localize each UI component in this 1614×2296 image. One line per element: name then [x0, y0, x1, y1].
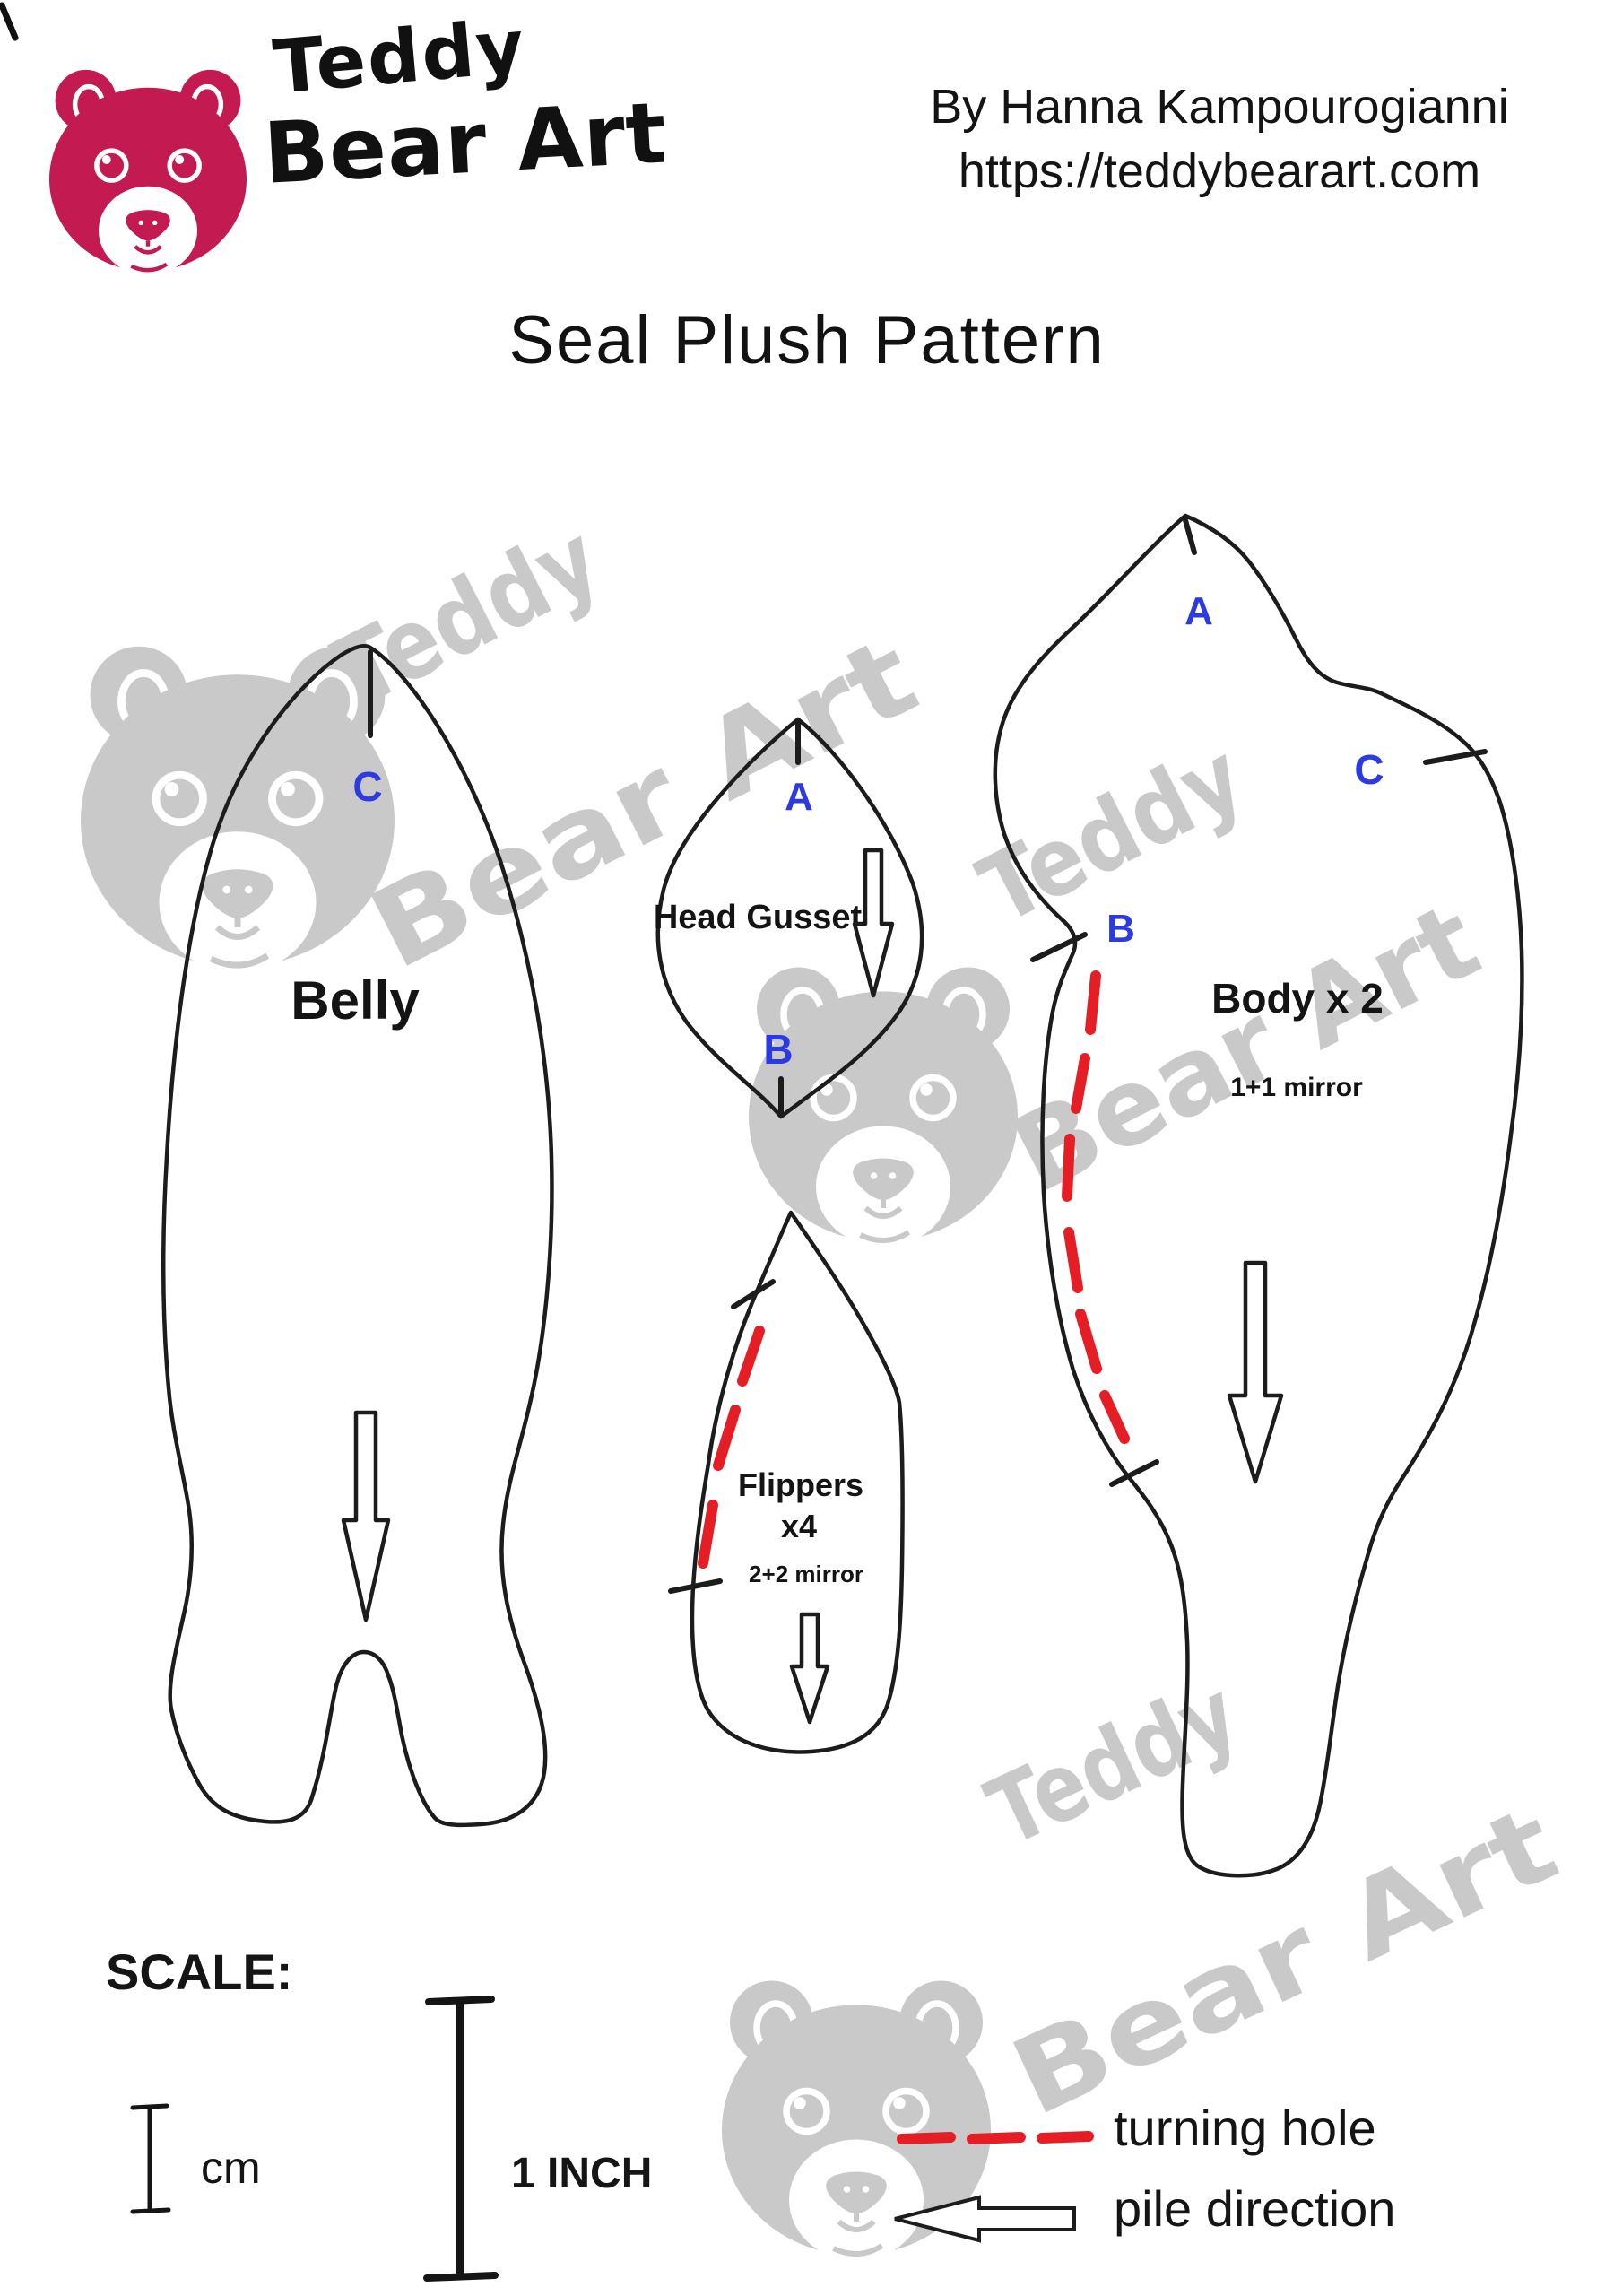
scale-cm-label: cm	[201, 2143, 261, 2193]
body-nose-tick	[1183, 517, 1197, 555]
body-mark-b-tick	[1030, 932, 1088, 962]
logo-bear-icon	[49, 70, 247, 275]
body-label: Body x 2	[1211, 975, 1384, 1022]
flippers-tick	[668, 1578, 723, 1594]
watermark-bear-face-icon	[749, 968, 1018, 1248]
flippers-pile-arrow-icon	[789, 1612, 830, 1725]
watermark-bear-face-icon	[81, 647, 395, 973]
watermark-layer: Teddy Bear Art Teddy Bear Art Teddy Bear…	[81, 503, 1575, 2260]
watermark-line1: Teddy	[972, 1659, 1254, 1868]
body-mark-b-letter: B	[1106, 907, 1135, 951]
body-mirror-note: 1+1 mirror	[1230, 1073, 1363, 1102]
body-turning-hole-dashes	[1062, 970, 1130, 1444]
gusset-pile-arrow-icon	[852, 848, 895, 998]
legend-pile-direction-arrow-icon	[894, 2195, 1076, 2243]
flippers-tick	[731, 1279, 776, 1309]
legend-turning-hole-dashes-icon	[897, 2131, 1094, 2144]
body-mark-c-tick	[1423, 749, 1488, 765]
legend-turning-hole-label: turning hole	[1114, 2100, 1376, 2156]
watermark-text: Teddy Bear Art	[972, 1659, 1575, 2140]
body-pile-arrow-icon	[1227, 1260, 1284, 1484]
scale-heading: SCALE:	[106, 1944, 293, 2000]
author-block: By Hanna Kampourogianni https://teddybea…	[834, 0, 1605, 199]
flippers-quantity: x4	[781, 1508, 817, 1544]
body-piece: A B C Body x 2 1+1 mirror	[993, 513, 1524, 1878]
brand-word-bear-art: Bear Art	[261, 84, 670, 204]
legend-pile-direction-label: pile direction	[1114, 2180, 1396, 2237]
scan-corner-artifact	[0, 2, 19, 41]
brand-word-teddy: Teddy	[270, 4, 530, 111]
body-tick	[1109, 1459, 1159, 1487]
gusset-mark-b-letter: B	[763, 1026, 793, 1073]
website-url: https://teddybearart.com	[958, 144, 1481, 198]
body-mark-c-letter: C	[1354, 746, 1384, 793]
flippers-piece: Flippers x4 2+2 mirror	[668, 1210, 905, 1754]
scale-bars	[130, 1996, 499, 2282]
head-gusset-label: Head Gusset	[654, 899, 863, 936]
gusset-mark-a-letter: A	[785, 775, 813, 819]
flippers-mirror-note: 2+2 mirror	[749, 1561, 863, 1587]
scale-inch-bar-icon	[423, 1996, 499, 2282]
belly-label: Belly	[291, 970, 420, 1031]
belly-piece: C Belly	[161, 644, 554, 1828]
author-name: By Hanna Kampourogianni	[930, 80, 1509, 134]
belly-mark-c-letter: C	[352, 763, 382, 810]
watermark-line1: Teddy	[318, 503, 617, 729]
flippers-label: Flippers	[738, 1466, 863, 1503]
flippers-turning-hole-dashes	[698, 1326, 765, 1569]
legend-samples	[894, 2131, 1094, 2243]
scale-cm-bar-icon	[130, 2103, 171, 2214]
body-mark-a-letter: A	[1184, 589, 1213, 633]
belly-pile-arrow-icon	[341, 1410, 391, 1622]
page-title: Seal Plush Pattern	[508, 302, 1106, 378]
head-gusset-piece: A Head Gusset B	[654, 717, 924, 1119]
flippers-outline	[690, 1210, 905, 1754]
scale-inch-label: 1 INCH	[511, 2150, 653, 2197]
belly-outline	[161, 644, 554, 1828]
